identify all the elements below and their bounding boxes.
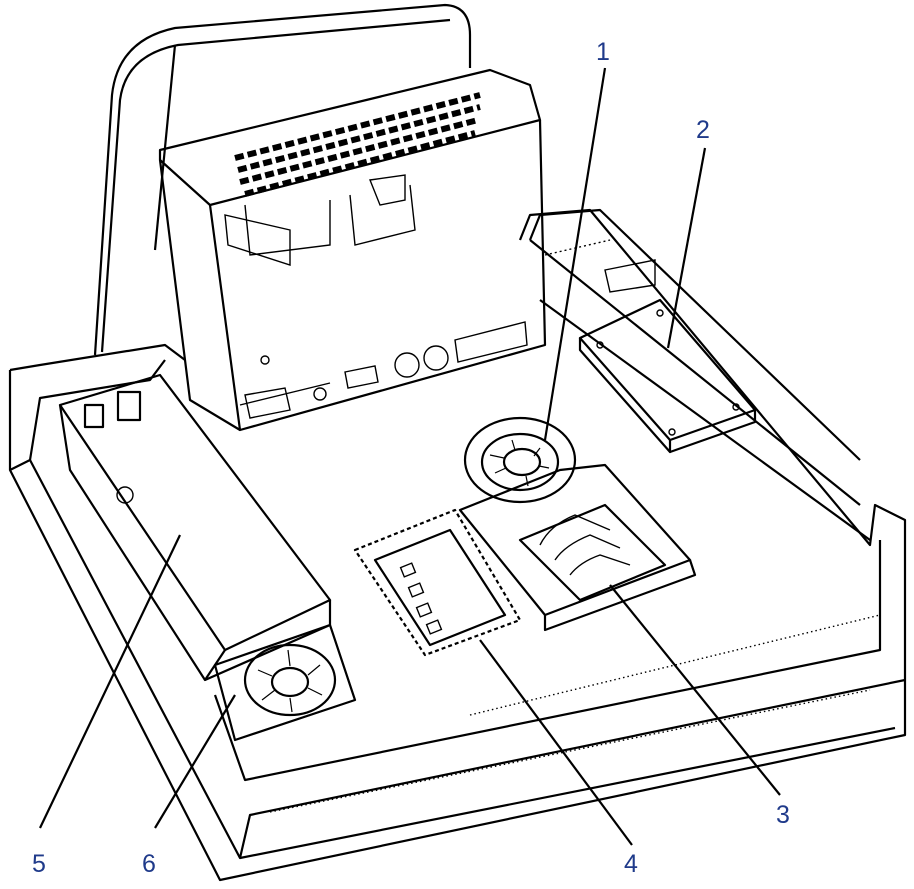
leader-2	[666, 147, 707, 349]
leader-lines	[39, 67, 781, 846]
callout-2: 2	[696, 116, 710, 144]
component-3-heatsink	[458, 463, 697, 632]
leader-1	[543, 67, 607, 441]
leader-5	[39, 534, 181, 829]
monitor-back	[93, 3, 472, 356]
callout-1: 1	[596, 38, 610, 66]
component-2-drive	[578, 298, 757, 454]
drive-cage-bracket	[158, 68, 547, 432]
leader-4	[479, 639, 633, 846]
component-1-cpu-fan	[463, 416, 577, 504]
callout-5: 5	[32, 850, 46, 878]
chassis	[8, 208, 907, 882]
component-6-system-fan	[213, 623, 357, 742]
rear-connector-panel	[528, 208, 861, 461]
callout-labels: 1 2 3 4 5 6	[32, 38, 790, 878]
callout-3: 3	[776, 801, 790, 829]
callout-6: 6	[142, 850, 156, 878]
component-4-memory	[353, 508, 522, 657]
component-5-power-supply	[58, 373, 332, 682]
callout-4: 4	[624, 850, 638, 878]
leader-3	[609, 584, 781, 796]
leader-6	[154, 694, 236, 829]
